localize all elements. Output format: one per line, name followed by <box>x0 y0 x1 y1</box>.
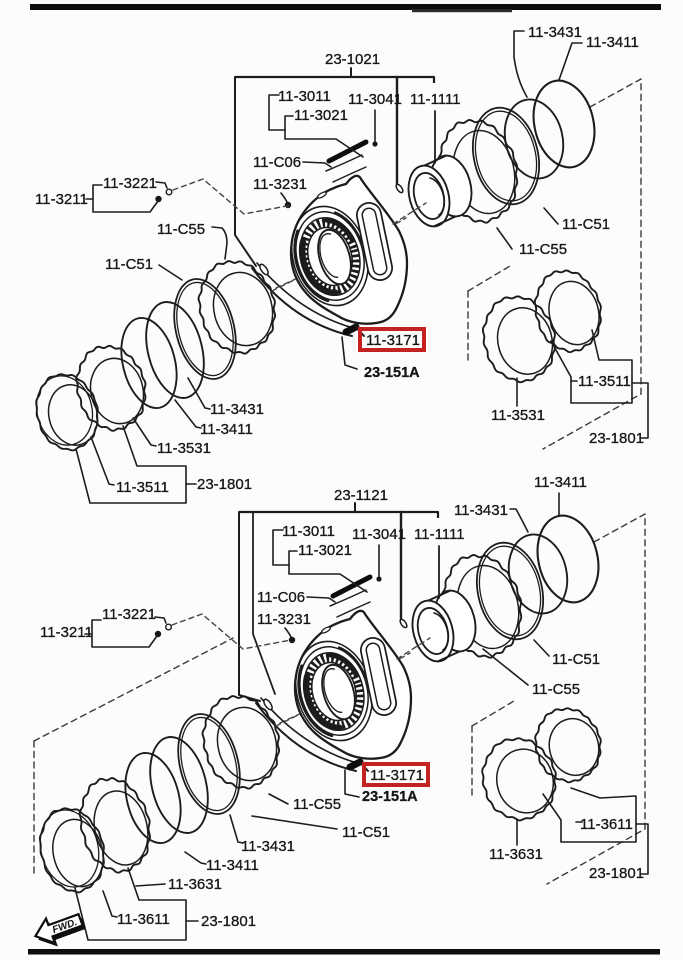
svg-text:11-3011: 11-3011 <box>278 88 331 105</box>
svg-text:23-1801: 23-1801 <box>201 913 256 930</box>
svg-text:11-3011: 11-3011 <box>282 523 335 540</box>
svg-text:11-3531: 11-3531 <box>157 440 211 457</box>
svg-text:23-151A: 23-151A <box>364 365 420 381</box>
svg-text:11-1111: 11-1111 <box>414 526 465 543</box>
svg-text:11-3231: 11-3231 <box>253 176 307 193</box>
svg-text:11-3021: 11-3021 <box>298 542 352 559</box>
svg-text:11-3631: 11-3631 <box>168 876 222 893</box>
svg-text:11-C55: 11-C55 <box>519 241 567 258</box>
svg-text:11-3431: 11-3431 <box>454 502 508 519</box>
svg-text:11-3611: 11-3611 <box>117 911 170 928</box>
svg-text:11-3221: 11-3221 <box>103 175 157 192</box>
svg-text:11-3171: 11-3171 <box>370 767 424 784</box>
svg-text:23-1021: 23-1021 <box>325 51 380 68</box>
svg-text:11-3431: 11-3431 <box>210 401 264 418</box>
svg-text:11-3041: 11-3041 <box>352 526 406 543</box>
svg-text:11-C51: 11-C51 <box>105 256 153 273</box>
svg-text:11-3211: 11-3211 <box>40 624 93 641</box>
svg-text:11-C06: 11-C06 <box>253 154 301 171</box>
svg-text:11-C51: 11-C51 <box>342 824 390 841</box>
svg-text:11-3611: 11-3611 <box>580 816 633 833</box>
svg-text:11-3411: 11-3411 <box>586 34 639 51</box>
svg-text:11-C55: 11-C55 <box>293 796 341 813</box>
svg-text:23-1801: 23-1801 <box>589 430 644 447</box>
svg-text:11-3221: 11-3221 <box>102 606 156 623</box>
svg-text:11-3511: 11-3511 <box>578 373 631 390</box>
svg-text:11-3021: 11-3021 <box>294 107 348 124</box>
svg-text:11-3631: 11-3631 <box>489 846 543 863</box>
svg-text:11-3431: 11-3431 <box>241 838 295 855</box>
svg-text:11-3171: 11-3171 <box>366 332 420 349</box>
svg-text:11-C06: 11-C06 <box>257 589 305 606</box>
svg-text:11-C55: 11-C55 <box>532 681 580 698</box>
svg-text:11-C51: 11-C51 <box>562 216 610 233</box>
svg-text:11-1111: 11-1111 <box>410 91 461 108</box>
svg-text:11-3231: 11-3231 <box>257 611 311 628</box>
svg-text:11-3211: 11-3211 <box>35 191 88 208</box>
svg-text:23-1121: 23-1121 <box>334 487 388 504</box>
svg-text:11-3411: 11-3411 <box>200 421 253 438</box>
svg-text:23-1801: 23-1801 <box>197 476 252 493</box>
svg-text:11-3041: 11-3041 <box>348 91 402 108</box>
svg-text:23-1801: 23-1801 <box>589 865 644 882</box>
svg-text:11-3531: 11-3531 <box>491 407 545 424</box>
svg-text:11-3411: 11-3411 <box>206 857 259 874</box>
svg-text:11-3411: 11-3411 <box>534 474 587 491</box>
svg-text:11-3511: 11-3511 <box>116 479 169 496</box>
svg-text:11-3431: 11-3431 <box>528 24 582 41</box>
svg-text:11-C55: 11-C55 <box>157 221 205 238</box>
svg-text:23-151A: 23-151A <box>362 789 418 805</box>
svg-text:11-C51: 11-C51 <box>552 651 600 668</box>
